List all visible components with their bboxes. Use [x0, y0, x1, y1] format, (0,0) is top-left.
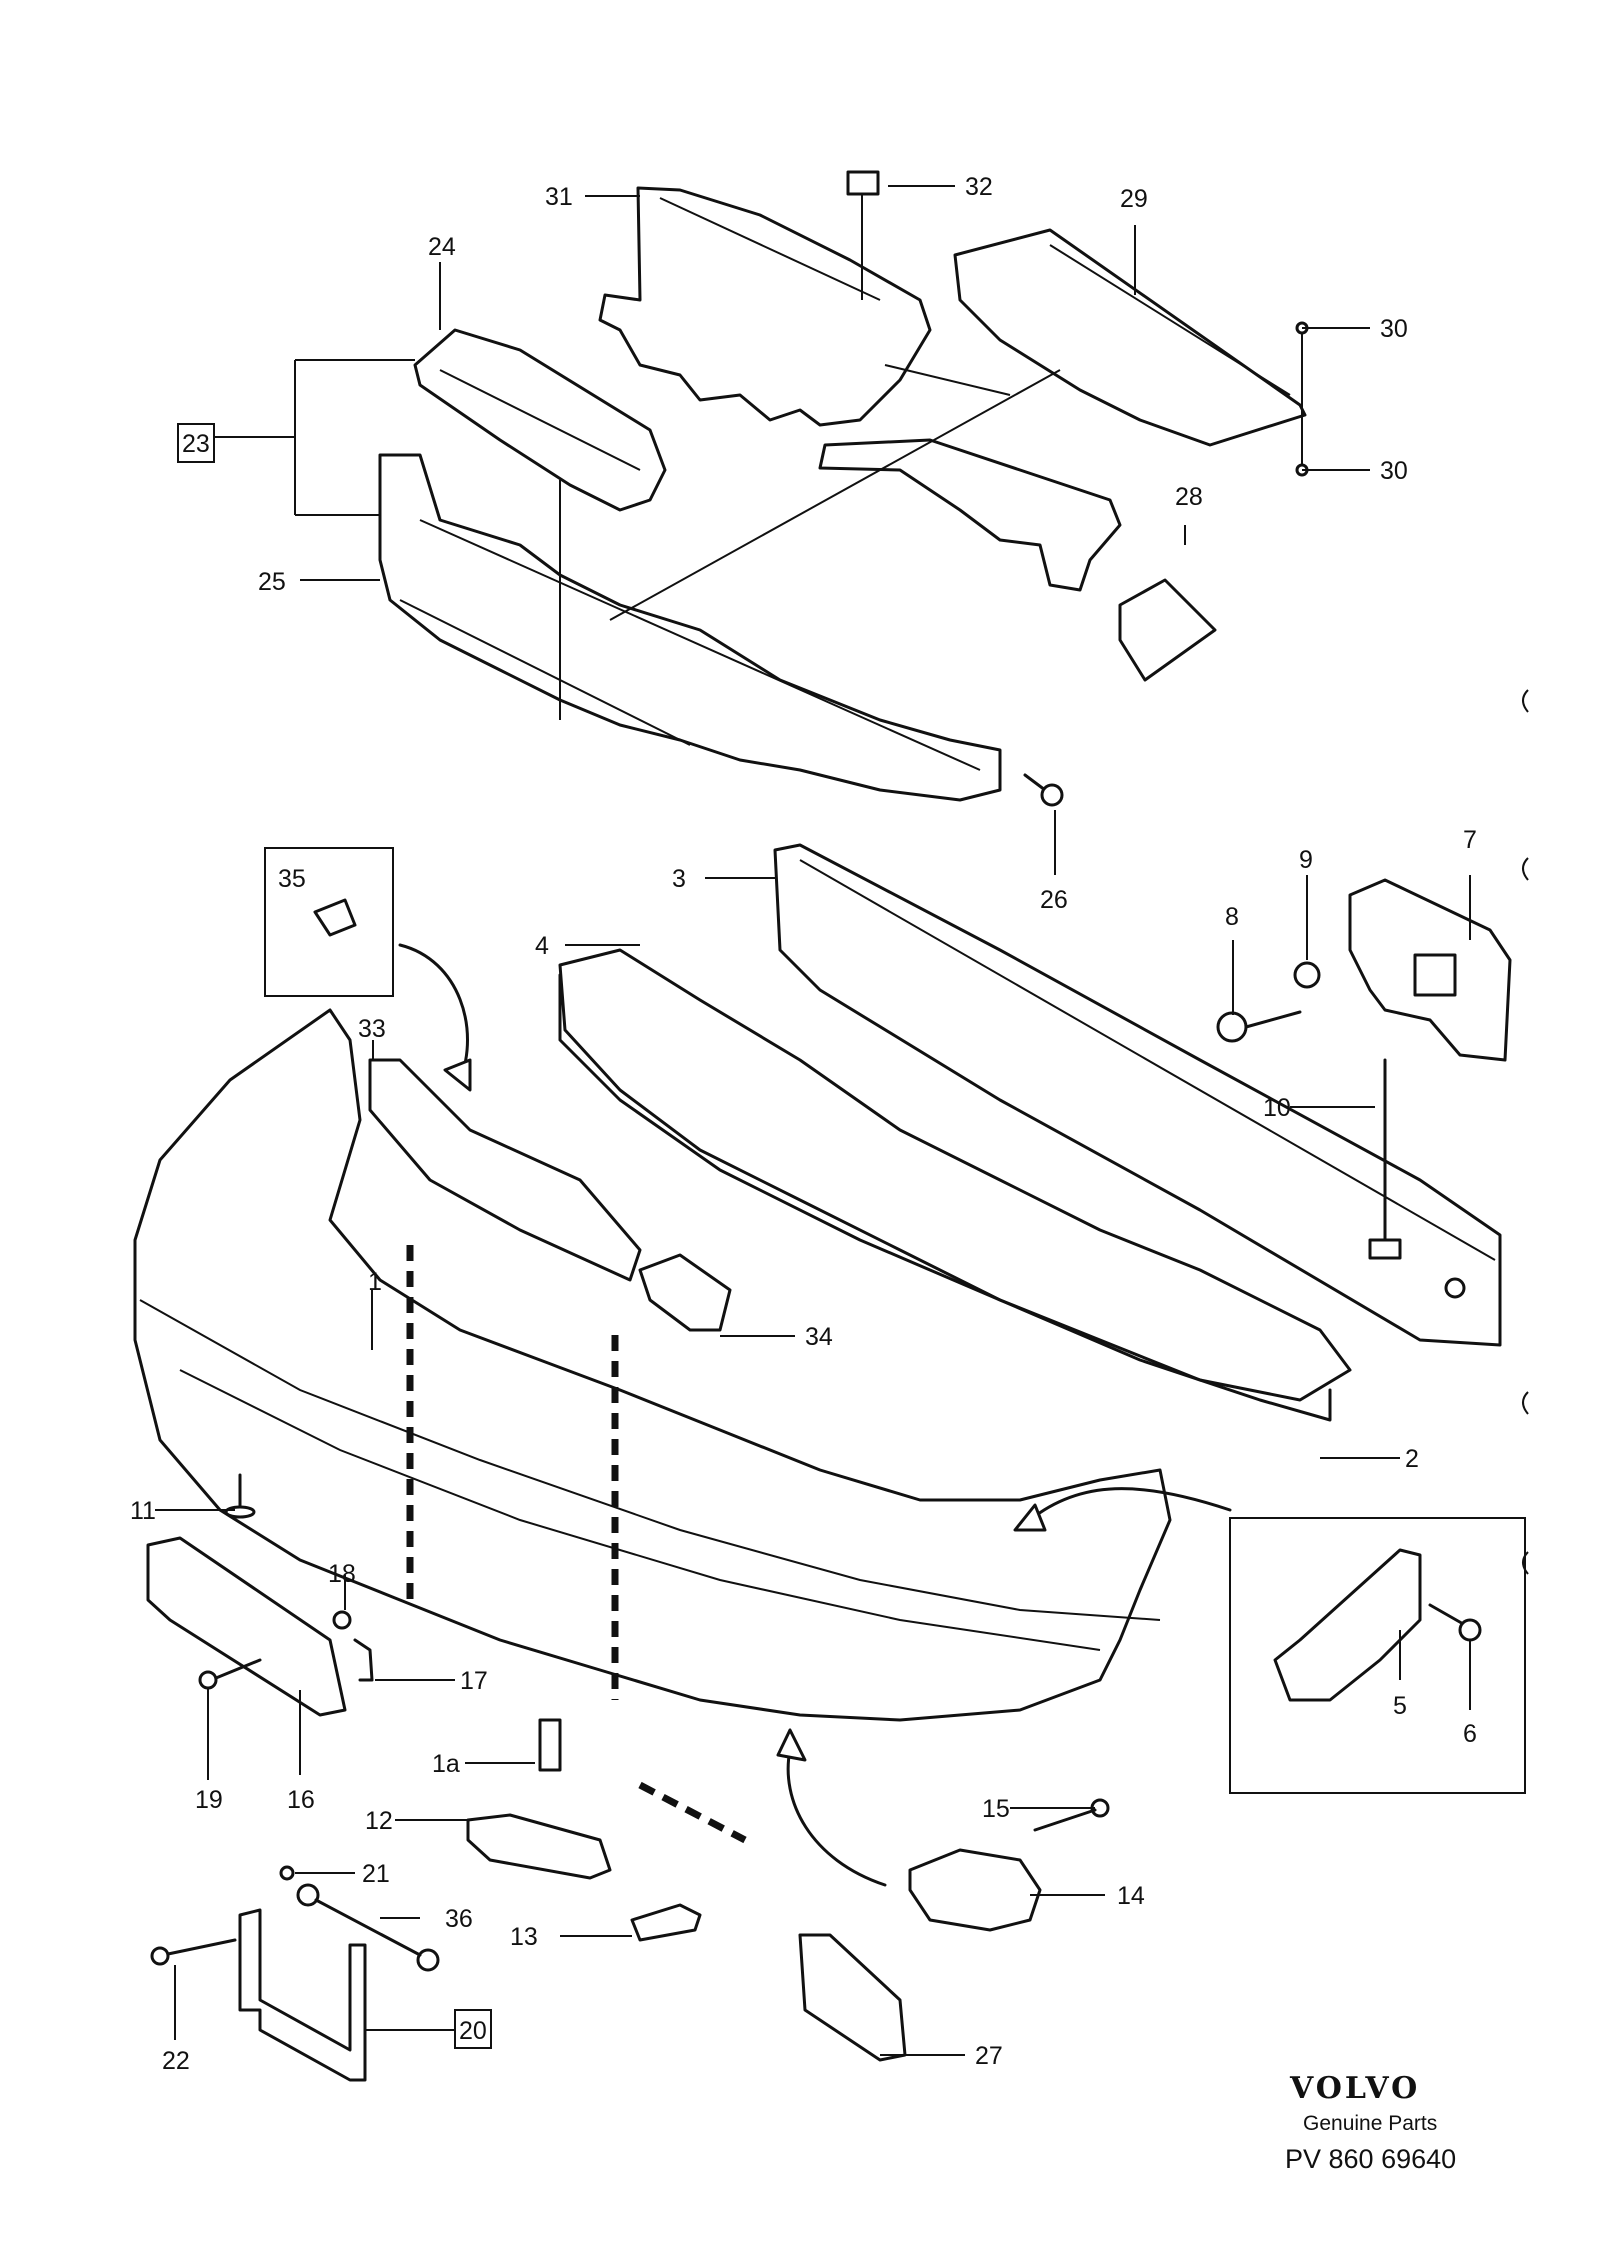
- callout-13: 13: [510, 1923, 538, 1951]
- dashed-guides: [406, 1245, 747, 1844]
- callout-26: 26: [1040, 886, 1068, 914]
- part-1a-plug: [538, 1718, 562, 1772]
- part-30-fasteners: [1295, 321, 1309, 477]
- part-36-link: [296, 1883, 440, 1972]
- part-28-seal: [818, 438, 1217, 682]
- part-29-panel: [953, 228, 1307, 447]
- callout-4: 4: [535, 932, 549, 960]
- box-35: [264, 847, 394, 997]
- part-25-air-duct: [378, 453, 1002, 802]
- callout-3: 3: [672, 865, 686, 893]
- callout-27: 27: [975, 2042, 1003, 2070]
- arrow-curved-lower: [776, 1728, 887, 1887]
- leader-lines-upper: [559, 364, 1061, 720]
- callout-2: 2: [1405, 1445, 1419, 1473]
- callout-25: 25: [258, 568, 286, 596]
- part-32-clip: [846, 170, 880, 300]
- callout-34: 34: [805, 1323, 833, 1351]
- callout-16: 16: [287, 1786, 315, 1814]
- callout-35: 35: [278, 865, 306, 893]
- arrow-curved-right: [1013, 1487, 1232, 1532]
- part-18-clip: [332, 1610, 352, 1630]
- callout-28: 28: [1175, 483, 1203, 511]
- part-1-bumper-cover: [133, 1008, 1172, 1722]
- part-13-cover: [630, 1903, 702, 1942]
- callout-7: 7: [1463, 826, 1477, 854]
- part-10-bolt: [1368, 1058, 1402, 1260]
- part-2-reinforcement: [558, 973, 1332, 1422]
- callout-36: 36: [445, 1905, 473, 1933]
- part-3-beam: [773, 843, 1502, 1347]
- part-12-cover: [466, 1813, 612, 1880]
- callout-30-top: 30: [1380, 315, 1408, 343]
- callout-18: 18: [328, 1560, 356, 1588]
- genuine-parts-text: Genuine Parts: [1303, 2112, 1437, 2135]
- arrow-curved-upper: [398, 943, 472, 1092]
- part-27-bezel: [798, 1933, 907, 2062]
- part-22-screw: [150, 1938, 237, 1966]
- callout-31: 31: [545, 183, 573, 211]
- callout-leaders: [155, 185, 1471, 2056]
- part-15-screw: [1033, 1798, 1110, 1832]
- callout-23: 23: [182, 430, 210, 458]
- part-24-cover: [413, 328, 667, 512]
- callout-1: 1: [368, 1268, 382, 1296]
- part-21-nut: [279, 1865, 295, 1881]
- callout-24: 24: [428, 233, 456, 261]
- reference-number: PV 860 69640: [1285, 2144, 1456, 2174]
- part-4-absorber: [558, 948, 1352, 1402]
- part-23-box: [177, 423, 215, 463]
- callout-8: 8: [1225, 903, 1239, 931]
- part-34-grille-insert: [638, 1253, 732, 1332]
- margin-marks: [1522, 689, 1529, 1575]
- callout-14: 14: [1117, 1882, 1145, 1910]
- part-17-clip: [353, 1638, 374, 1682]
- callout-30-bottom: 30: [1380, 457, 1408, 485]
- part-14-fog-lamp: [908, 1848, 1042, 1932]
- box-5-6: [1229, 1517, 1526, 1794]
- callout-22: 22: [162, 2047, 190, 2075]
- callout-9: 9: [1299, 846, 1313, 874]
- callout-17: 17: [460, 1667, 488, 1695]
- volvo-brand: VOLVO: [1289, 2071, 1420, 2106]
- callout-32: 32: [965, 173, 993, 201]
- callout-1a: 1a: [432, 1750, 460, 1778]
- part-33-grille: [368, 1058, 642, 1282]
- callout-12: 12: [365, 1807, 393, 1835]
- callout-29: 29: [1120, 185, 1148, 213]
- callout-5: 5: [1393, 1692, 1407, 1720]
- part-9-washer: [1293, 961, 1321, 989]
- callout-15: 15: [982, 1795, 1010, 1823]
- part-26-bolt: [1023, 773, 1064, 807]
- callout-6: 6: [1463, 1720, 1477, 1748]
- part-31-air-guide: [598, 186, 932, 427]
- callout-33: 33: [358, 1015, 386, 1043]
- callout-10: 10: [1263, 1094, 1291, 1122]
- part-8-bolt: [1216, 1010, 1302, 1043]
- callout-21: 21: [362, 1860, 390, 1888]
- part-7-bracket: [1348, 878, 1512, 1062]
- part-20-bracket: [238, 1908, 492, 2082]
- callout-20: 20: [459, 2017, 487, 2045]
- callout-11: 11: [130, 1497, 156, 1525]
- callout-19: 19: [195, 1786, 223, 1814]
- part-19-screw: [198, 1658, 262, 1690]
- bracket-23: [215, 359, 415, 516]
- part-16-plate-holder: [146, 1536, 347, 1717]
